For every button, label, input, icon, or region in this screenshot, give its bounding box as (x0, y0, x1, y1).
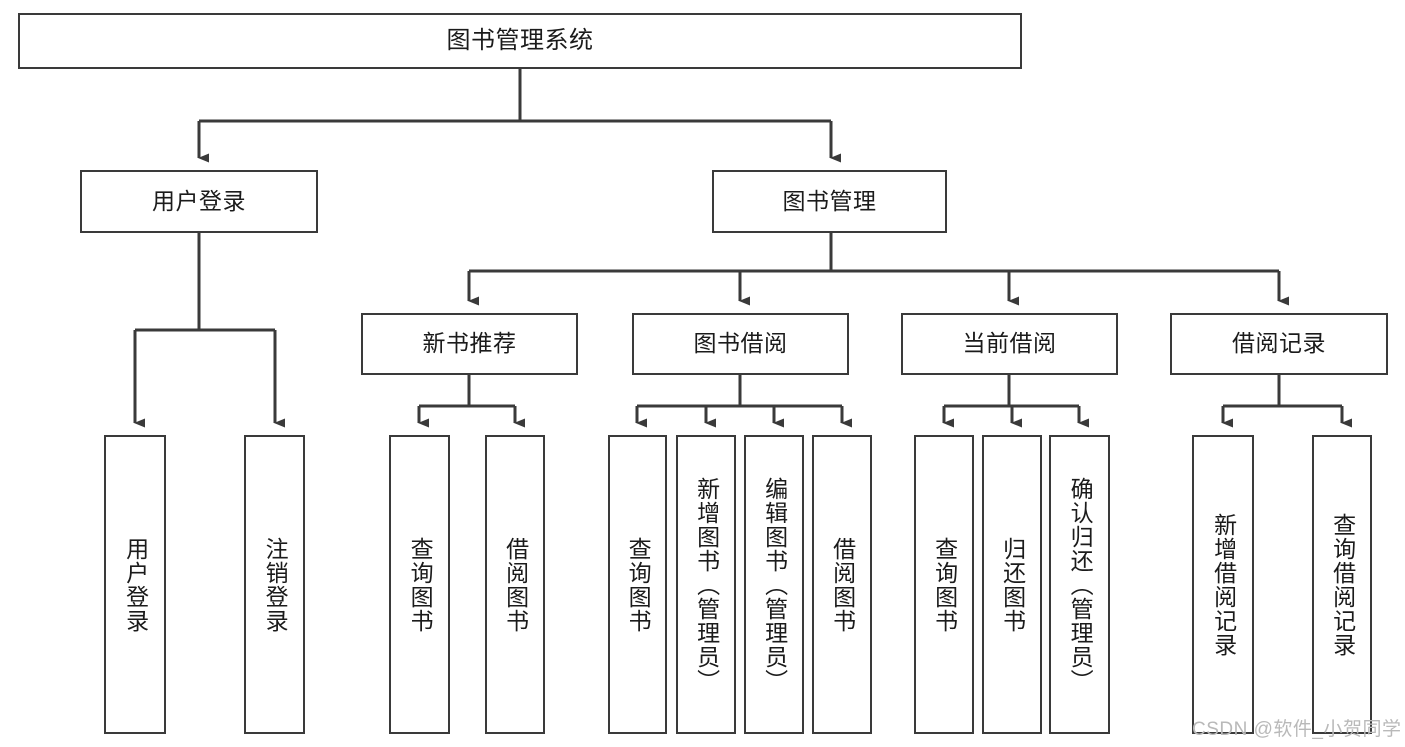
node-label: 借阅图书 (829, 536, 856, 633)
node-label: 查询图书 (407, 536, 434, 633)
node-label: 图书管理系统 (446, 26, 594, 54)
node-leaf-query-record[interactable]: 查询借阅记录 (1312, 435, 1372, 734)
node-borrow-record[interactable]: 借阅记录 (1170, 313, 1388, 375)
node-label: 用户登录 (122, 536, 149, 633)
node-label: 新增图书（管理员） (693, 476, 720, 693)
node-label: 借阅记录 (1232, 330, 1326, 357)
node-label: 查询图书 (931, 536, 958, 633)
node-new-book-recommend[interactable]: 新书推荐 (361, 313, 578, 375)
node-leaf-borrow-book-2[interactable]: 借阅图书 (812, 435, 872, 734)
node-current-borrow[interactable]: 当前借阅 (901, 313, 1118, 375)
node-label: 当前借阅 (962, 330, 1057, 357)
node-leaf-borrow-book-1[interactable]: 借阅图书 (485, 435, 545, 734)
node-book-borrow[interactable]: 图书借阅 (632, 313, 849, 375)
node-label: 用户登录 (152, 187, 246, 214)
node-leaf-query-book-2[interactable]: 查询图书 (608, 435, 667, 734)
node-label: 新增借阅记录 (1210, 512, 1237, 657)
node-leaf-query-book-1[interactable]: 查询图书 (389, 435, 450, 734)
node-label: 图书借阅 (693, 330, 788, 357)
node-leaf-add-record[interactable]: 新增借阅记录 (1192, 435, 1254, 734)
node-label: 归还图书 (999, 536, 1026, 633)
node-label: 查询图书 (625, 536, 652, 633)
node-label: 借阅图书 (502, 536, 529, 633)
node-book-manage[interactable]: 图书管理 (712, 170, 947, 233)
node-leaf-user-logout[interactable]: 注销登录 (244, 435, 305, 734)
node-label: 图书管理 (782, 187, 877, 214)
node-leaf-query-book-3[interactable]: 查询图书 (914, 435, 974, 734)
node-label: 编辑图书（管理员） (761, 476, 788, 693)
node-leaf-edit-book[interactable]: 编辑图书（管理员） (744, 435, 804, 734)
node-user-login[interactable]: 用户登录 (80, 170, 318, 233)
node-leaf-add-book[interactable]: 新增图书（管理员） (676, 435, 736, 734)
node-label: 新书推荐 (422, 330, 517, 357)
node-root-system[interactable]: 图书管理系统 (18, 13, 1022, 69)
csdn-watermark: CSDN @软件_小贺同学 (1192, 719, 1402, 740)
node-leaf-confirm-return[interactable]: 确认归还（管理员） (1049, 435, 1110, 734)
node-label: 查询借阅记录 (1329, 512, 1356, 657)
node-label: 确认归还（管理员） (1067, 476, 1094, 693)
node-leaf-user-login[interactable]: 用户登录 (104, 435, 166, 734)
node-label: 注销登录 (262, 536, 289, 633)
node-leaf-return-book[interactable]: 归还图书 (982, 435, 1042, 734)
